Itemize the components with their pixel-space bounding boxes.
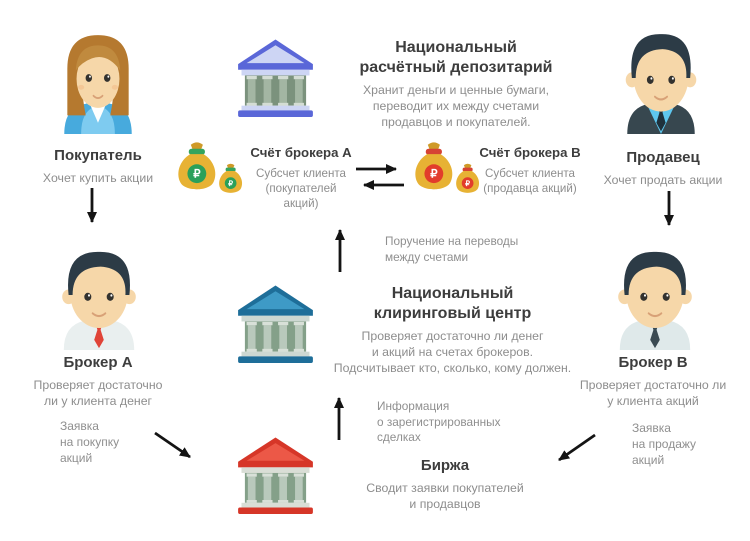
transfer-order-note: Поручение на переводы между счетами bbox=[385, 234, 519, 264]
registered-deals-note: Информация о зарегистрированных сделках bbox=[377, 399, 501, 445]
depository-title: Национальный расчётный депозитарий bbox=[359, 39, 553, 76]
broker-a-label: Брокер A Проверяет достаточно ли у клиен… bbox=[18, 354, 178, 410]
account-b-label: Счёт брокера B Субсчет клиента (продавца… bbox=[476, 145, 584, 196]
ruble-sign: ₽ bbox=[228, 179, 233, 188]
broker-a-title: Брокер A bbox=[63, 354, 133, 371]
buy-order-note: Заявка на покупку акций bbox=[60, 419, 120, 465]
seller-subtitle: Хочет продать акции bbox=[603, 172, 723, 187]
sell-order-note: Заявка на продажу акций bbox=[632, 421, 697, 467]
clearing-bank-icon bbox=[233, 278, 318, 363]
ruble-sign: ₽ bbox=[465, 179, 470, 188]
depository-bank-icon bbox=[233, 32, 318, 117]
seller-title: Продавец bbox=[626, 149, 700, 166]
exchange-title: Биржа bbox=[420, 457, 470, 474]
ruble-sign: ₽ bbox=[193, 169, 200, 181]
account-a-title: Счёт брокера A bbox=[250, 145, 352, 160]
broker-a-avatar-icon bbox=[62, 251, 136, 350]
buyer-avatar-icon bbox=[64, 35, 132, 134]
account-b-title: Счёт брокера B bbox=[479, 145, 581, 160]
account-b-moneybags-icon: ₽ ₽ bbox=[413, 140, 487, 204]
clearing-center-label: Национальный клиринговый центр Проверяет… bbox=[330, 284, 575, 377]
clearing-center-title: Национальный клиринговый центр bbox=[373, 285, 532, 322]
account-b-subtitle: Субсчет клиента (продавца акций) bbox=[483, 166, 577, 195]
depository-subtitle: Хранит деньги и ценные бумаги, переводит… bbox=[362, 83, 550, 129]
ruble-sign: ₽ bbox=[430, 169, 437, 181]
account-a-label: Счёт брокера A Субсчет клиента (покупате… bbox=[247, 145, 355, 211]
broker-a-subtitle: Проверяет достаточно ли у клиента денег bbox=[33, 377, 163, 408]
account-a-moneybags-icon: ₽ ₽ bbox=[176, 140, 250, 204]
clearing-center-subtitle: Проверяет достаточно ли денег и акций на… bbox=[333, 329, 572, 375]
seller-avatar bbox=[615, 22, 707, 134]
broker-b-title: Брокер B bbox=[618, 354, 688, 371]
exchange-bank-icon bbox=[233, 430, 318, 514]
broker-b-avatar bbox=[607, 240, 703, 350]
broker-b-subtitle: Проверяет достаточно ли у клиента акций bbox=[579, 377, 727, 408]
exchange-subtitle: Сводит заявки покупателей и продавцов bbox=[366, 480, 524, 511]
broker-a-avatar bbox=[51, 240, 147, 350]
buyer-label: Покупатель Хочет купить акции bbox=[28, 147, 168, 187]
seller-label: Продавец Хочет продать акции bbox=[593, 149, 733, 189]
buyer-subtitle: Хочет купить акции bbox=[42, 170, 154, 185]
arrow-broker-b-to-exchange bbox=[558, 433, 596, 462]
buyer-avatar bbox=[52, 22, 144, 134]
arrow-broker-a-to-exchange bbox=[154, 431, 191, 459]
exchange-label: Биржа Сводит заявки покупателей и продав… bbox=[355, 457, 535, 513]
buyer-title: Покупатель bbox=[54, 147, 142, 164]
depository-label: Национальный расчётный депозитарий Храни… bbox=[350, 38, 562, 131]
seller-avatar-icon bbox=[625, 34, 697, 134]
broker-b-label: Брокер B Проверяет достаточно ли у клиен… bbox=[573, 354, 733, 410]
broker-b-avatar-icon bbox=[618, 251, 692, 350]
account-a-subtitle: Субсчет клиента (покупателей акций) bbox=[255, 166, 347, 210]
